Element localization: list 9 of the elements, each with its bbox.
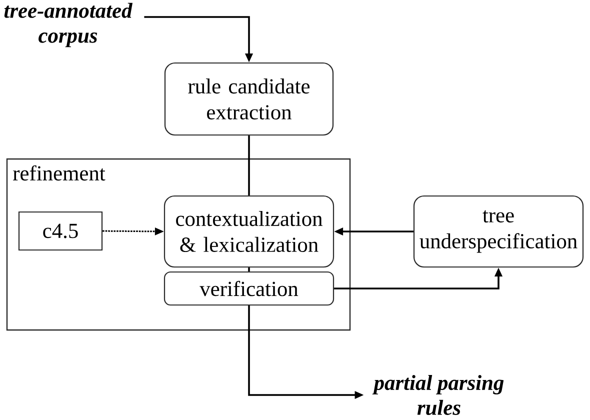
process-box: verification	[164, 271, 334, 306]
process-box: c4.5	[18, 211, 103, 251]
connector-line	[248, 136, 250, 196]
output-label: partial parsing rules	[372, 375, 504, 416]
process-box: contextualization & lexicalization	[164, 195, 334, 268]
process-box: rule candidate extraction	[164, 62, 334, 136]
connector-line	[248, 268, 250, 272]
input-label: tree-annotated corpus	[4, 2, 133, 48]
process-box: tree underspecification	[413, 195, 584, 268]
